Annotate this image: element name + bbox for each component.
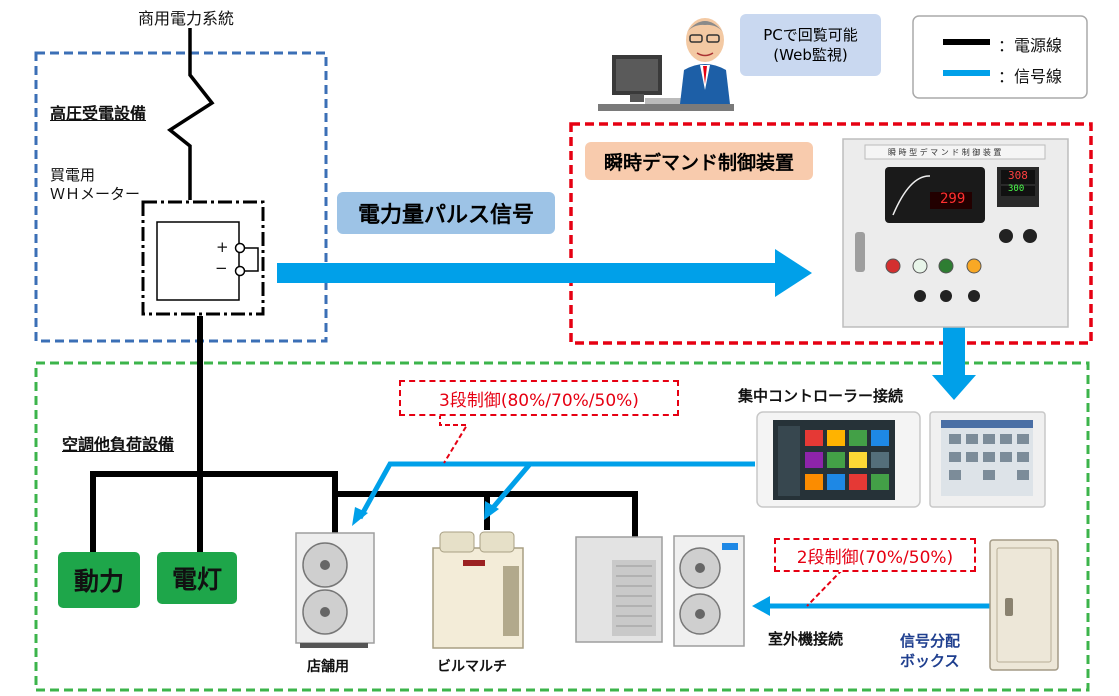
meter-terminal-minus <box>234 265 246 277</box>
device-display-value: 299 <box>940 191 966 207</box>
three-stage-leader <box>439 414 469 464</box>
legend-signal-label: ：信号線 <box>998 67 1063 86</box>
building-multi-unit <box>432 531 524 649</box>
signal-arrow-outdoor <box>752 596 770 616</box>
central-controller-label: 集中コントローラー接続 <box>738 387 904 405</box>
store-outdoor-unit <box>295 532 375 648</box>
device-panel-title: 瞬 時 型 デ マ ン ド 制 御 装 置 <box>888 148 1002 157</box>
signal-arrow-store <box>352 507 368 526</box>
meter-minus-sign: − <box>215 259 228 277</box>
high-voltage-frame <box>34 51 328 343</box>
legend-box <box>912 15 1088 99</box>
central-controller-panel <box>929 411 1046 508</box>
wh-meter-label-line1: 買電用 <box>50 166 96 184</box>
power-load-box: 動力 <box>58 552 140 608</box>
pc-label-line1: PCで回覧可能 <box>763 26 858 44</box>
distribution-box-label-line1: 信号分配 <box>900 632 961 650</box>
lighting-load-box: 電灯 <box>157 552 237 604</box>
demand-device-frame <box>569 122 1093 345</box>
central-controller-tablet <box>756 411 921 508</box>
demand-device-title: 瞬時デマンド制御装置 <box>585 142 813 180</box>
two-stage-control-label: 2段制御(70%/50%) <box>774 538 976 572</box>
meter-plus-sign: + <box>216 238 229 256</box>
demand-device-panel <box>842 138 1069 328</box>
signal-line-central <box>357 461 755 520</box>
distribution-box-label-line2: ボックス <box>900 652 960 670</box>
building-multi-label: ビルマルチ <box>437 659 507 675</box>
device-down-arrow-head <box>932 375 976 400</box>
grid-power-line <box>167 28 215 200</box>
three-stage-control-label: 3段制御(80%/70%/50%) <box>399 380 679 416</box>
pulse-arrow-shaft <box>277 263 777 283</box>
two-stage-leader <box>806 569 843 607</box>
signal-line-bm <box>489 462 532 512</box>
connected-outdoor-unit <box>673 535 745 647</box>
device-meter-bottom: 300 <box>1008 184 1025 194</box>
pulse-arrow-head <box>775 249 812 297</box>
legend-power-label: ：電源線 <box>998 36 1063 55</box>
wh-meter-inner <box>156 221 240 301</box>
device-down-arrow-shaft <box>943 327 965 377</box>
pc-label-line2: (Web監視) <box>773 46 848 64</box>
signal-distribution-box <box>989 539 1059 671</box>
distribution-bus <box>90 471 338 556</box>
store-use-label: 店舗用 <box>307 659 349 675</box>
grid-power-label: 商用電力系統 <box>138 9 235 28</box>
pc-user-illustration <box>598 18 734 111</box>
meter-terminal-wire <box>244 247 259 272</box>
pulse-signal-label: 電力量パルス信号 <box>337 192 555 234</box>
load-equipment-frame <box>34 361 1090 692</box>
outdoor-unit-connection-label: 室外機接続 <box>768 630 844 648</box>
pc-monitoring-label: PCで回覧可能 (Web監視) <box>740 14 881 76</box>
branch-building-multi <box>335 491 638 537</box>
device-meter-top: 308 <box>1008 169 1028 182</box>
signal-arrow-bm <box>484 501 499 520</box>
meter-terminal-plus <box>234 242 246 254</box>
load-equipment-title: 空調他負荷設備 <box>62 435 175 454</box>
wh-meter-label-line2: ＷＨメーター <box>50 183 141 204</box>
large-outdoor-unit <box>575 536 663 643</box>
high-voltage-title: 高圧受電設備 <box>50 104 147 123</box>
